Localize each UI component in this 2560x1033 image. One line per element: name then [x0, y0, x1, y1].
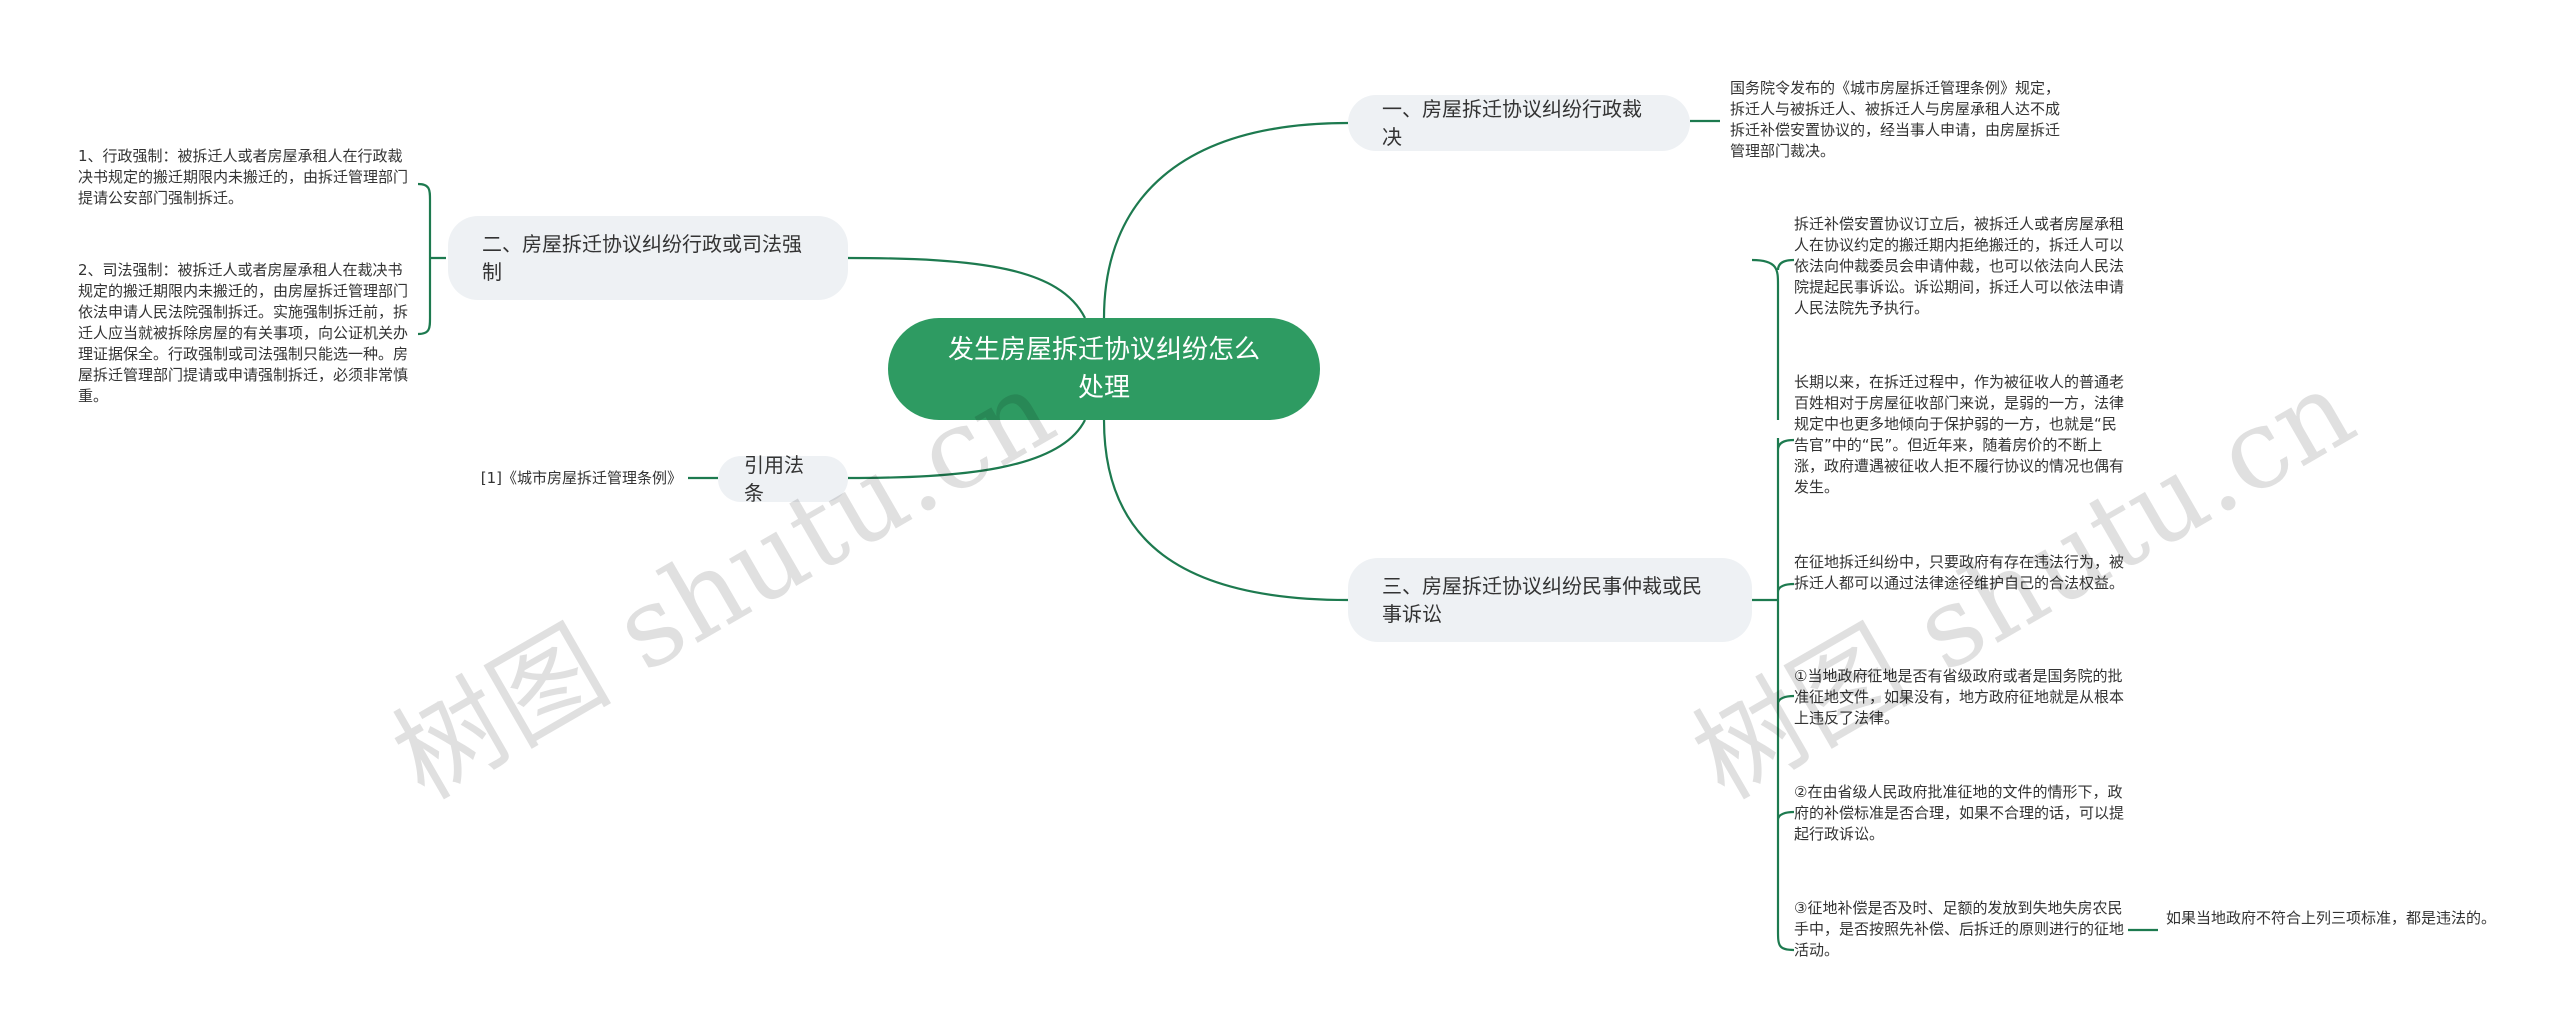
leaf-arbitration-after-agreement: 拆迁补偿安置协议订立后，被拆迁人或者房屋承租人在协议约定的搬迁期内拒绝搬迁的，拆…: [1794, 215, 2125, 317]
link-root-b4: [847, 419, 1086, 480]
leaf-long-term-situation: 长期以来，在拆迁过程中，作为被征收人的普通老百姓相对于房屋征收部门来说，是弱的一…: [1794, 373, 2125, 496]
link-root-b3: [1102, 419, 1349, 602]
branch-administrative-ruling[interactable]: 一、房屋拆迁协议纠纷行政裁决: [1348, 95, 1690, 151]
leaf-legal-protection: 在征地拆迁纠纷中，只要政府有存在违法行为，被拆迁人都可以通过法律途径维护自己的合…: [1794, 553, 2125, 592]
root-topic[interactable]: 发生房屋拆迁协议纠纷怎么处理: [888, 318, 1320, 420]
link-b3-bracket: [1751, 258, 1795, 952]
leaf-compensation-standard: ②在由省级人民政府批准征地的文件的情形下，政府的补偿标准是否合理，如果不合理的话…: [1794, 783, 2125, 843]
link-b2-bracket: [417, 182, 446, 336]
branch-civil-arbitration-or-litigation[interactable]: 三、房屋拆迁协议纠纷民事仲裁或民事诉讼: [1348, 558, 1752, 642]
branch-cited-law[interactable]: 引用法条: [718, 453, 848, 505]
leaf-approval-documents: ①当地政府征地是否有省级政府或者是国务院的批准征地文件，如果没有，地方政府征地就…: [1794, 667, 2125, 727]
link-root-b1: [1102, 121, 1349, 319]
leaf-state-council-regulation: 国务院令发布的《城市房屋拆迁管理条例》规定，拆迁人与被拆迁人、被拆迁人与房屋承租…: [1730, 79, 2061, 160]
branch-administrative-or-judicial-enforcement[interactable]: 二、房屋拆迁协议纠纷行政或司法强制: [448, 216, 848, 300]
leaf-timely-compensation: ③征地补偿是否及时、足额的发放到失地失房农民手中，是否按照先补偿、后拆迁的原则进…: [1794, 899, 2125, 959]
leaf-illegal-conclusion: 如果当地政府不符合上列三项标准，都是违法的。: [2166, 909, 2497, 927]
leaf-cited-regulation: [1]《城市房屋拆迁管理条例》: [480, 469, 682, 487]
leaf-administrative-enforcement: 1、行政强制：被拆迁人或者房屋承租人在行政裁决书规定的搬迁期限内未搬迁的，由拆迁…: [78, 147, 409, 207]
link-root-b2: [847, 256, 1086, 319]
leaf-judicial-enforcement: 2、司法强制：被拆迁人或者房屋承租人在裁决书规定的搬迁期限内未搬迁的，由房屋拆迁…: [78, 261, 409, 405]
